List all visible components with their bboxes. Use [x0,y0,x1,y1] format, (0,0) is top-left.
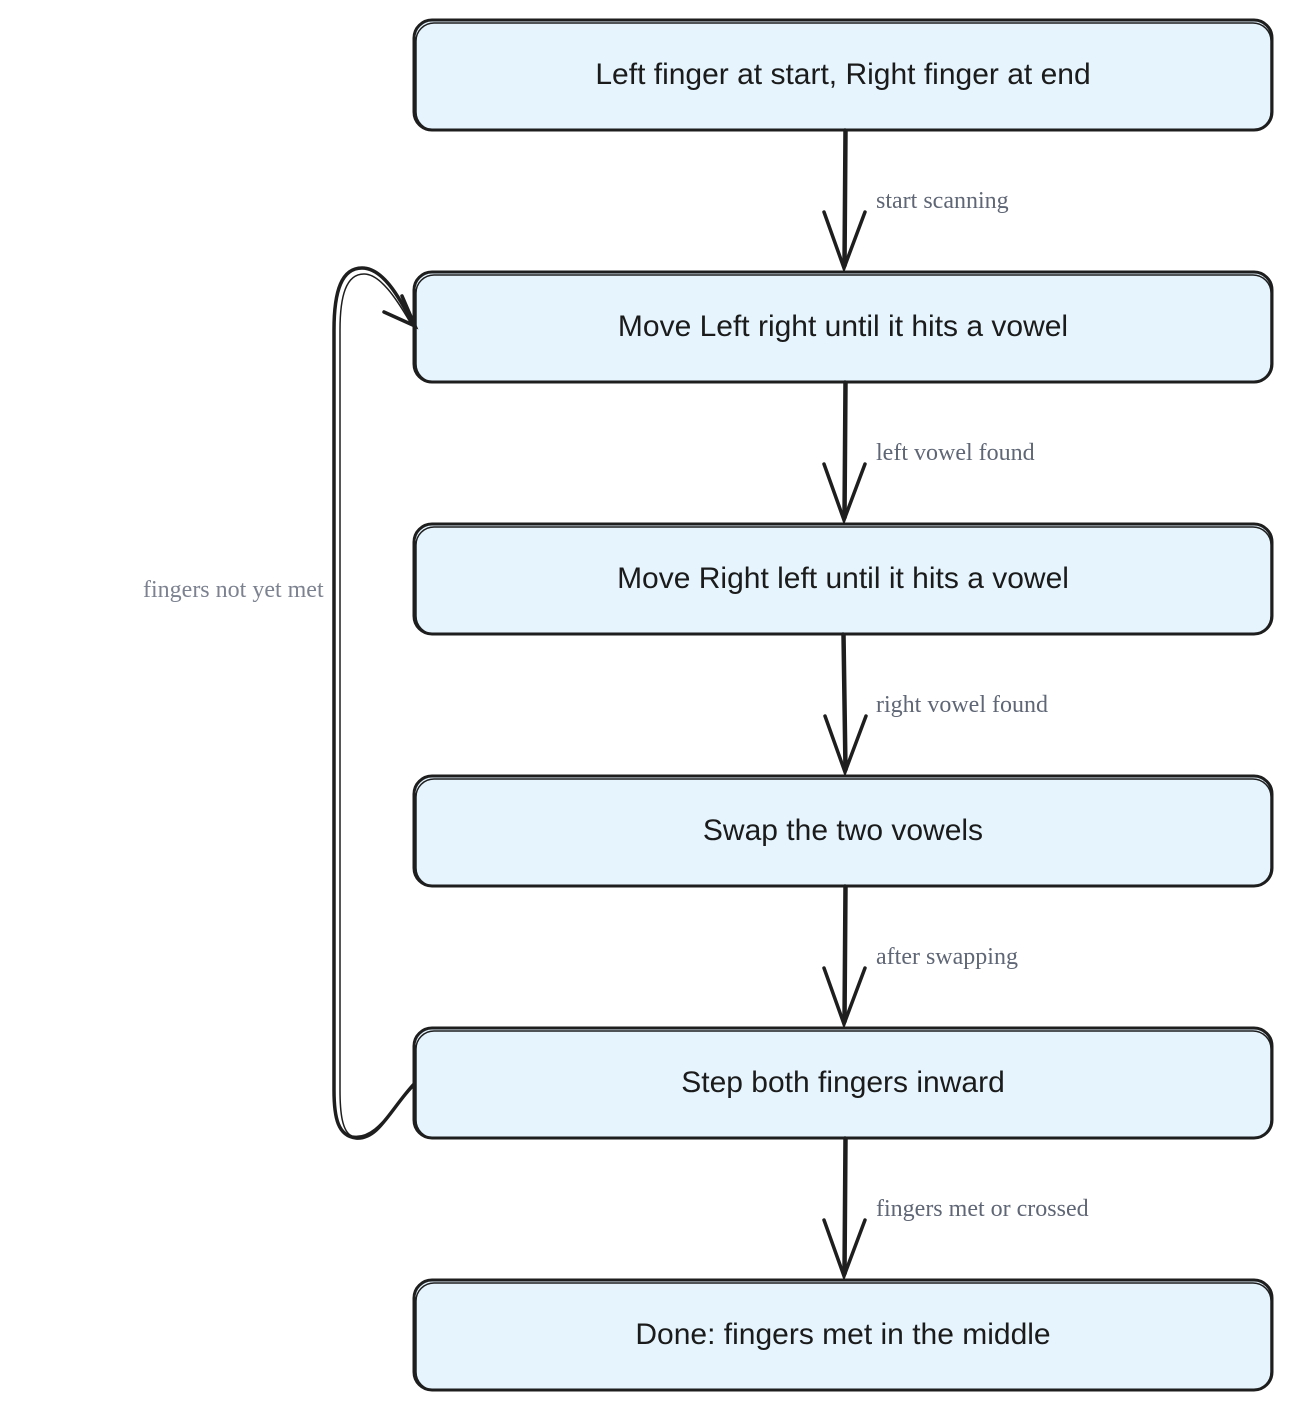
arrow-step-to-done [822,1136,867,1282]
node-label-step: Step both fingers inward [681,1066,1005,1099]
node-label-move-left: Move Left right until it hits a vowel [617,310,1069,343]
edge-label-right-vowel-found: right vowel found [876,692,1048,718]
arrow-step-loop-to-move-left [332,266,419,1140]
edge-label-fingers-not-yet-met: fingers not yet met [143,577,324,603]
edge-label-start-scanning: start scanning [876,188,1009,214]
node-label-swap: Swap the two vowels [702,814,984,847]
node-move-left: Move Left right until it hits a vowel [414,272,1272,382]
node-swap: Swap the two vowels [414,776,1272,886]
node-done: Done: fingers met in the middle [414,1280,1272,1390]
arrow-move-left-to-move-right [822,380,867,526]
node-move-right: Move Right left until it hits a vowel [414,524,1272,634]
arrow-move-right-to-swap [823,632,868,778]
arrow-swap-to-step [822,884,867,1030]
node-box-done [412,1278,1274,1392]
node-start: Left finger at start, Right finger at en… [414,20,1272,130]
node-step: Step both fingers inward [414,1028,1272,1138]
edge-label-left-vowel-found: left vowel found [876,440,1035,466]
node-box-swap [412,774,1274,888]
node-label-done: Done: fingers met in the middle [635,1318,1051,1351]
arrow-start-to-move-left [822,128,867,274]
node-label-start: Left finger at start, Right finger at en… [595,58,1091,91]
node-label-move-right: Move Right left until it hits a vowel [617,562,1069,595]
edge-label-after-swapping: after swapping [876,944,1018,970]
node-box-start [412,18,1274,132]
edge-label-fingers-met-or-crossed: fingers met or crossed [876,1196,1089,1222]
